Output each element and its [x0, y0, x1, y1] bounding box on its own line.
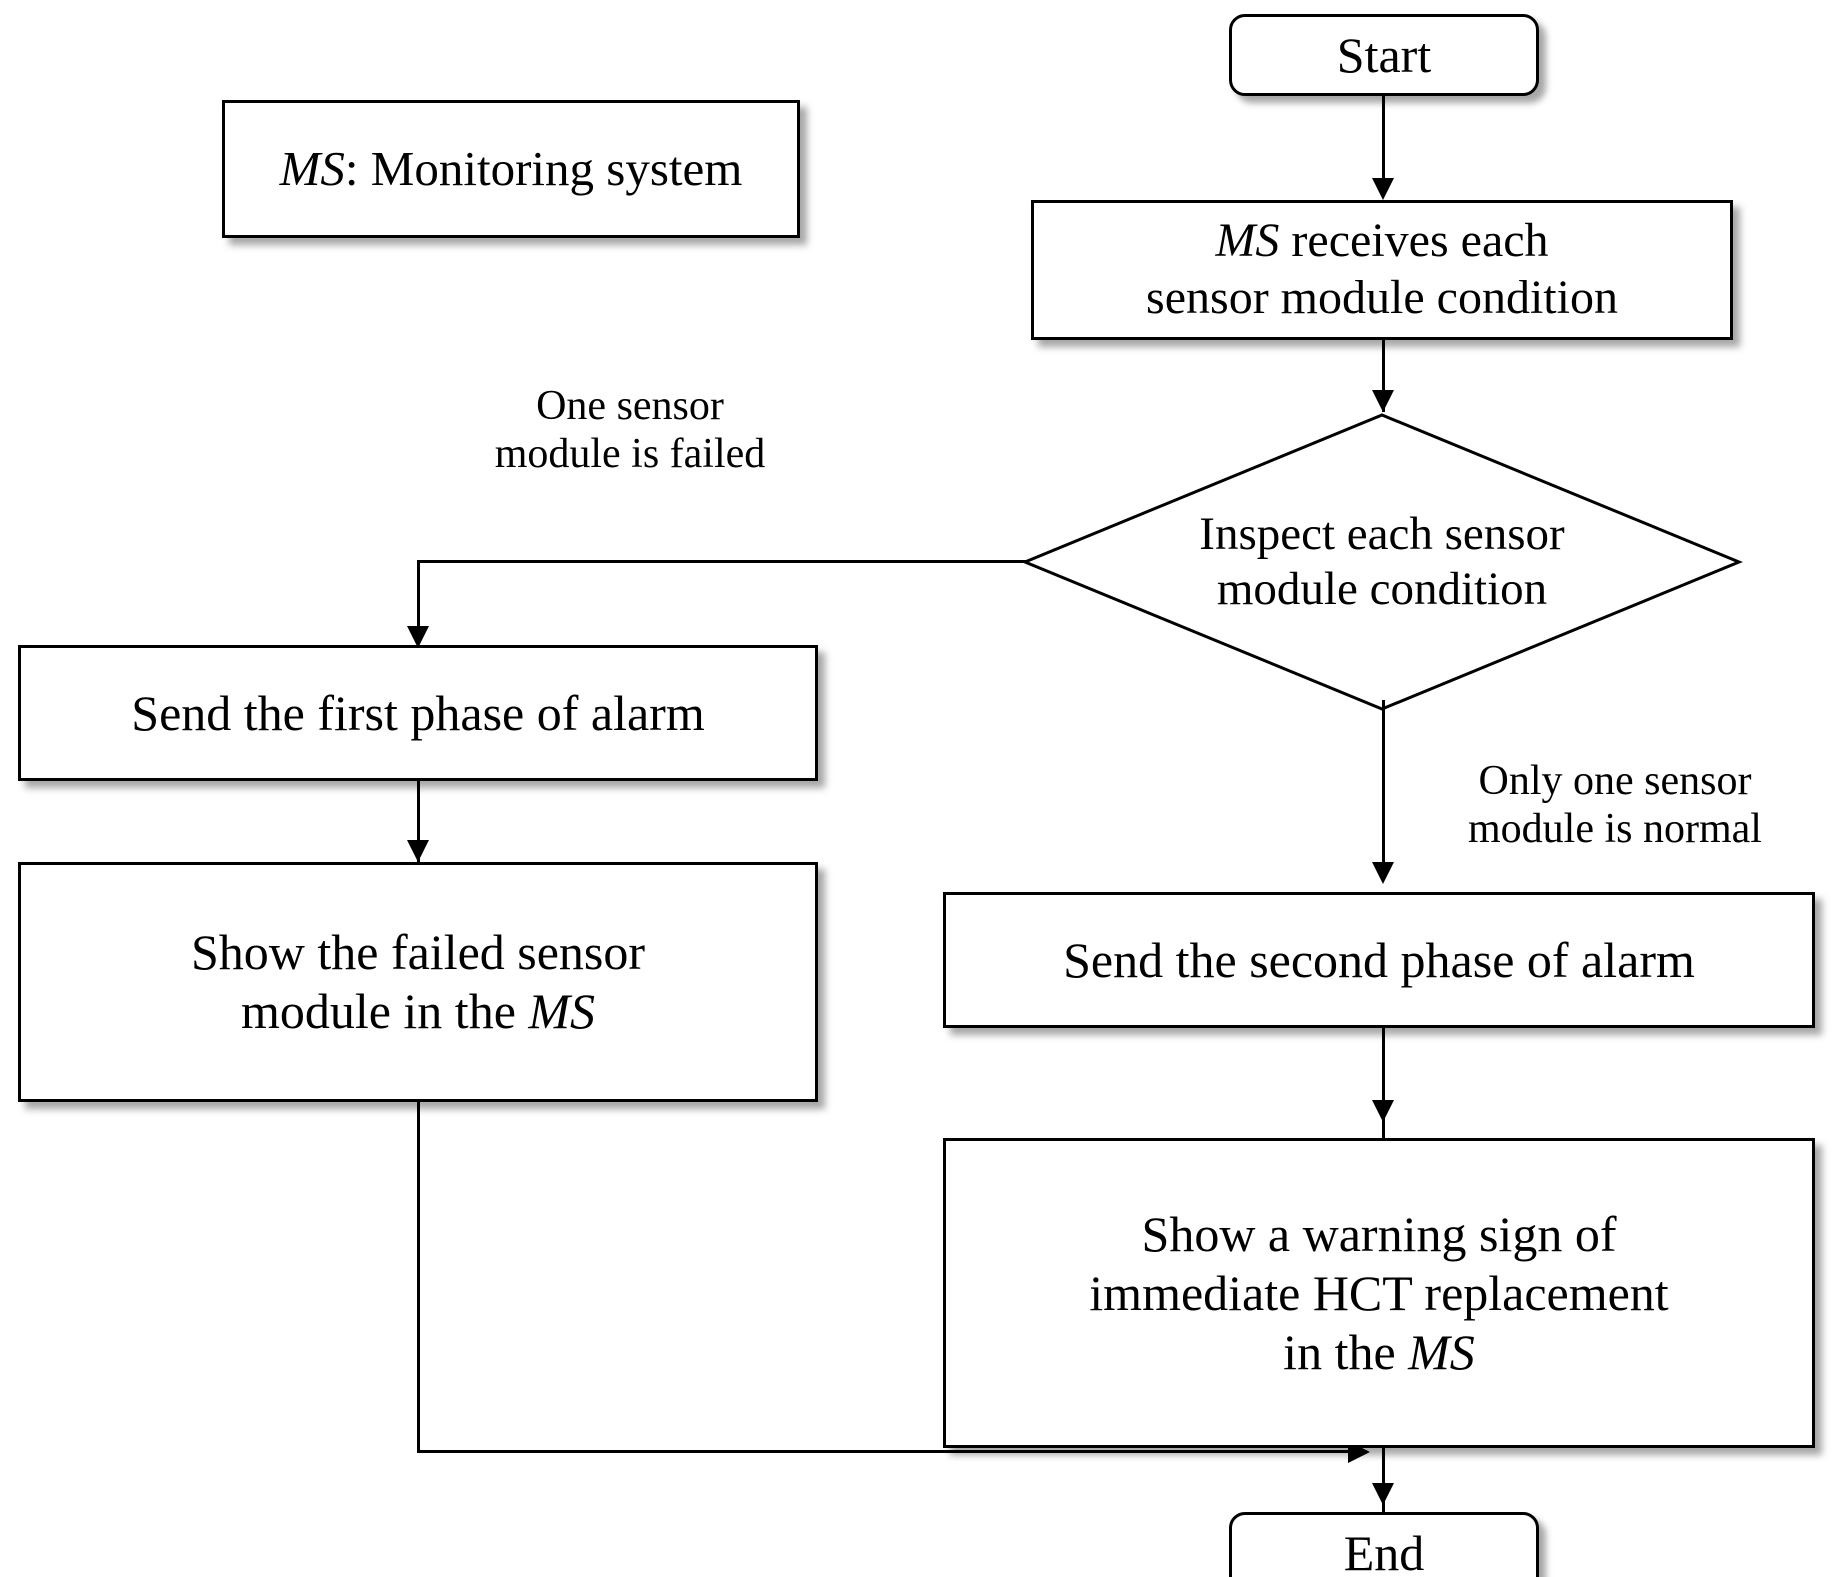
legend-box: MS: Monitoring system: [222, 100, 800, 238]
arrowhead-start-to-receive: [1372, 178, 1394, 200]
node-show-warning-text: Show a warning sign of immediate HCT rep…: [1089, 1205, 1669, 1380]
arrowhead-receive-to-decision: [1372, 390, 1394, 412]
node-receive[interactable]: MS receives each sensor module condition: [1031, 200, 1733, 340]
arrowhead-to-end: [1372, 1483, 1394, 1505]
node-decision[interactable]: Inspect each sensor module condition: [1021, 412, 1743, 712]
node-show-failed-text: Show the failed sensor module in the: [190, 924, 646, 1039]
node-show-failed-label: Show the failed sensor module in the MS: [181, 923, 655, 1041]
connector-show-failed-to-merge: [417, 1102, 420, 1453]
connector-start-to-receive: [1382, 96, 1385, 194]
connector-decision-to-second-alarm: [1382, 700, 1385, 880]
node-start-label: Start: [1336, 26, 1432, 83]
node-first-alarm-label: Send the first phase of alarm: [131, 684, 705, 741]
legend-text: MS: Monitoring system: [270, 140, 753, 198]
connector-merge-horizontal: [417, 1450, 1367, 1453]
node-end[interactable]: End: [1229, 1512, 1539, 1577]
node-second-alarm[interactable]: Send the second phase of alarm: [943, 892, 1815, 1028]
legend-meaning: Monitoring system: [370, 141, 743, 197]
arrowhead-to-show-failed: [407, 840, 429, 862]
node-receive-rest: receives each sensor module condition: [1146, 214, 1618, 324]
node-end-label: End: [1343, 1524, 1425, 1577]
node-show-failed-abbrev: MS: [528, 983, 596, 1039]
node-show-warning-label: Show a warning sign of immediate HCT rep…: [1079, 1205, 1678, 1382]
legend-separator: :: [344, 141, 371, 197]
node-receive-abbrev: MS: [1215, 214, 1280, 268]
arrowhead-to-first-alarm: [407, 626, 429, 648]
node-receive-label: MS receives each sensor module condition: [1136, 213, 1628, 326]
connector-left-branch-vertical: [417, 560, 420, 640]
arrowhead-to-show-warning: [1372, 1100, 1394, 1122]
connector-second-alarm-to-show-warning: [1382, 1028, 1385, 1138]
arrowhead-to-second-alarm: [1372, 862, 1394, 884]
legend-abbrev: MS: [279, 141, 345, 197]
edge-label-one-sensor-failed: One sensor module is failed: [494, 383, 766, 478]
node-show-warning[interactable]: Show a warning sign of immediate HCT rep…: [943, 1138, 1815, 1448]
node-decision-label: Inspect each sensor module condition: [1199, 507, 1565, 615]
connector-first-alarm-to-show-failed: [417, 781, 420, 863]
node-show-failed[interactable]: Show the failed sensor module in the MS: [18, 862, 818, 1102]
connector-receive-to-decision: [1382, 340, 1385, 412]
edge-label-only-one-normal: Only one sensor module is normal: [1468, 758, 1762, 853]
node-show-warning-abbrev: MS: [1408, 1323, 1475, 1380]
node-second-alarm-label: Send the second phase of alarm: [1063, 931, 1695, 988]
connector-decision-to-left-branch: [418, 560, 1026, 563]
node-first-alarm[interactable]: Send the first phase of alarm: [18, 645, 818, 781]
node-start[interactable]: Start: [1229, 14, 1539, 96]
